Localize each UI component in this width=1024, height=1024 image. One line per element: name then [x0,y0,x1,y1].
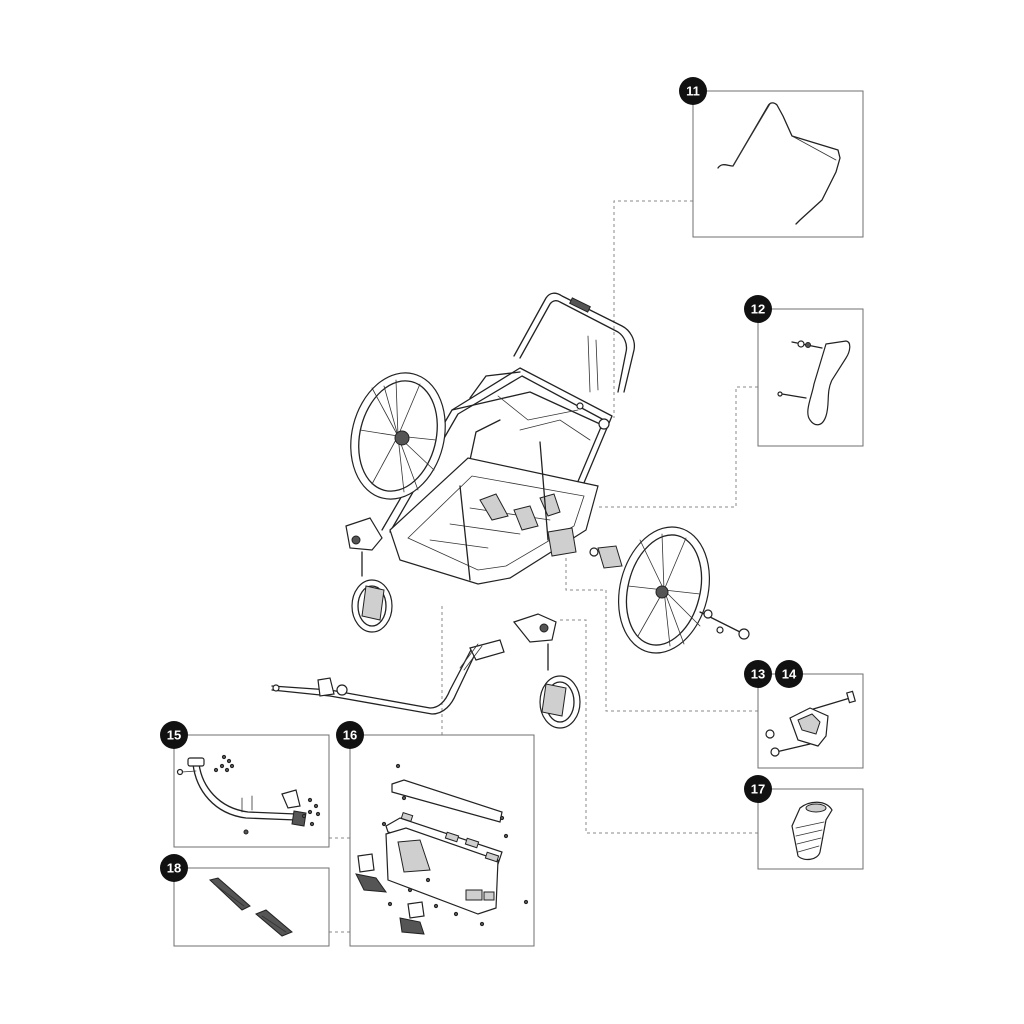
callout-12: 12 [744,295,772,323]
box-12 [757,308,864,447]
front-right-swivel [512,613,581,729]
front-panel-icon [355,763,529,935]
callout-label-16: 16 [343,728,357,743]
box-15 [173,734,330,848]
callout-11: 11 [679,77,707,105]
callout-15: 15 [160,721,188,749]
hinge-bracket-icon [765,690,857,757]
callout-17: 17 [744,775,772,803]
box-18 [173,867,330,947]
front-left-swivel [345,517,393,633]
fastener-group-16 [381,763,529,927]
callout-label-18: 18 [167,861,181,876]
leader-11 [613,200,693,418]
brake-lever-icon [777,340,851,426]
callout-label-11: 11 [686,84,700,99]
callout-16: 16 [336,721,364,749]
canopy-wire-icon [717,102,841,225]
hitch-arm-icon [271,639,505,715]
grip-icon [791,801,833,861]
leader-17 [560,619,758,834]
fastener-group-15b [301,797,321,827]
leader-12 [598,386,758,508]
rear-right-wheel [617,526,711,654]
rear-left-wheel [350,372,446,500]
callout-18: 18 [160,854,188,882]
callout-label-12: 12 [751,302,765,317]
leader-13-14 [565,555,758,712]
reflectors-icon [208,877,293,937]
callout-13: 13 [744,660,772,688]
callout-14: 14 [775,660,803,688]
fastener-group-15a [213,754,235,773]
callout-label-13: 13 [751,667,765,682]
callout-label-17: 17 [751,782,765,797]
stroller-frame-icon [345,292,750,729]
callout-label-15: 15 [167,728,181,743]
box-11 [692,90,864,238]
callout-label-14: 14 [782,667,797,682]
tow-arm-icon [176,754,321,835]
